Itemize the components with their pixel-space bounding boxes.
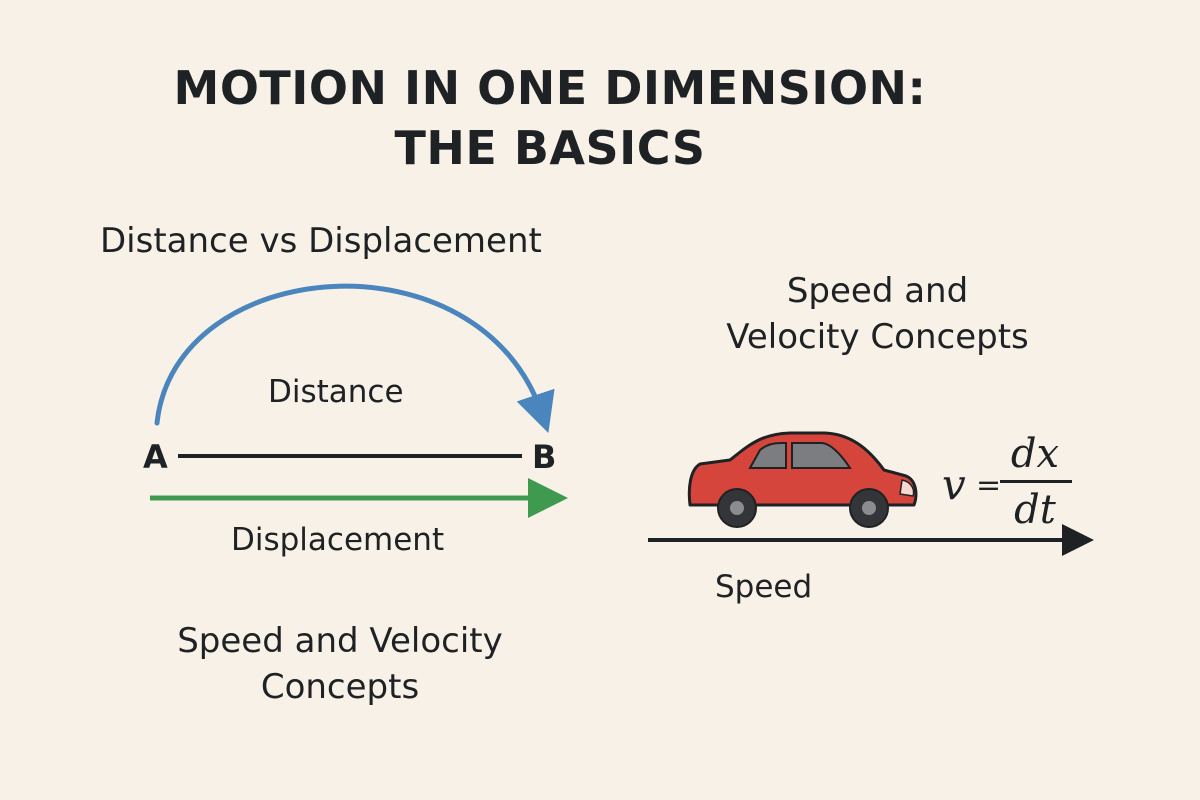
left-footer-line-2: Concepts: [260, 667, 420, 707]
car-headlight: [899, 479, 915, 497]
distance-arc: [154, 283, 555, 433]
title-line-2: THE BASICS: [394, 121, 706, 175]
displacement-label: Displacement: [231, 522, 445, 558]
car-window-front: [748, 442, 787, 469]
left-footer-heading: Speed and Velocity Concepts: [110, 618, 570, 710]
title-line-1: MOTION IN ONE DIMENSION:: [173, 61, 927, 115]
speed-label: Speed: [715, 569, 813, 605]
distance-vs-displacement-heading: Distance vs Displacement: [100, 221, 542, 261]
formula-denominator: dt: [1014, 487, 1056, 533]
point-a-label: A: [143, 438, 168, 476]
formula-fraction-bar: [1000, 480, 1072, 483]
formula-velocity-symbol: v: [942, 460, 966, 509]
car-hub-rear: [730, 501, 744, 515]
formula-numerator: dx: [1010, 431, 1060, 477]
formula-equals: =: [976, 468, 1002, 503]
left-footer-line-1: Speed and Velocity: [177, 621, 503, 661]
point-b-label: B: [532, 438, 557, 476]
right-heading-line-1: Speed and: [786, 271, 969, 311]
car-icon: [687, 431, 918, 528]
page-title: MOTION IN ONE DIMENSION: THE BASICS: [0, 58, 1100, 178]
car-hub-front: [862, 501, 876, 515]
car-window-rear: [791, 442, 852, 469]
velocity-formula: v = dx dt: [938, 430, 1078, 540]
distance-label: Distance: [268, 374, 404, 410]
speed-velocity-heading: Speed and Velocity Concepts: [650, 268, 1105, 360]
right-heading-line-2: Velocity Concepts: [726, 317, 1029, 357]
